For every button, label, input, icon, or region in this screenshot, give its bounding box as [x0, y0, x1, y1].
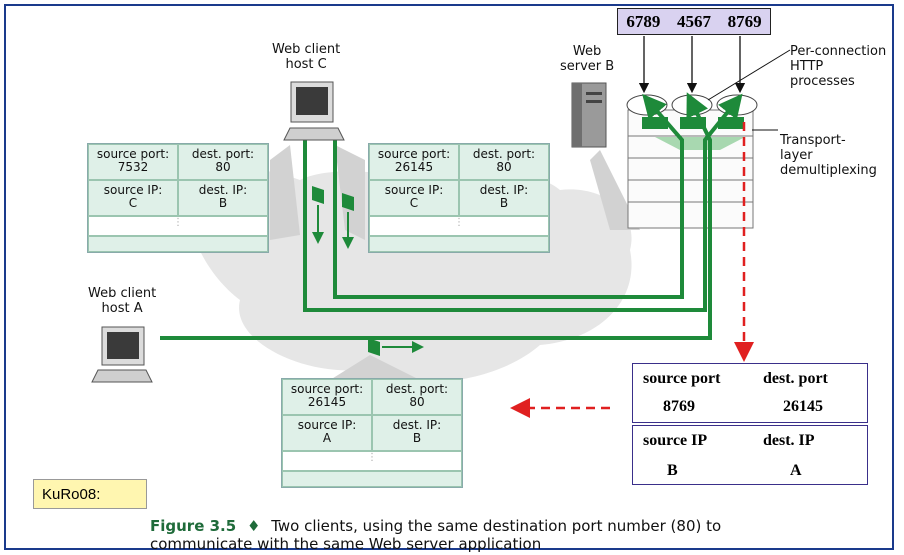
shade-right: [335, 145, 365, 240]
note-label: KuRo08:: [33, 479, 147, 509]
reply-src-port: 8769: [663, 398, 695, 415]
label-server-line2: server B: [560, 59, 615, 74]
port-3: 8769: [727, 11, 762, 31]
reply-dst-port-label: dest. port: [763, 370, 828, 387]
packet-bottom-payload: ⋮: [282, 451, 462, 471]
reply-dst-ip-label: dest. IP: [763, 432, 815, 449]
path-c1: [303, 93, 743, 312]
process-ellipse-1: [626, 94, 668, 116]
packet-right-src-ip: source IP:C: [369, 180, 459, 216]
label-client-a-line1: Web client: [88, 286, 157, 301]
socket-1: [642, 117, 668, 129]
packet-left-footer: [88, 236, 268, 252]
label-transport-line2: layer: [780, 148, 813, 163]
packet-bottom-src-ip: source IP:A: [282, 415, 372, 451]
path-c2: [333, 93, 684, 299]
port-2: 4567: [676, 11, 711, 31]
caption-text-line2: communicate with the same Web server app…: [150, 535, 542, 553]
packet-right-payload: ⋮: [369, 216, 549, 236]
label-per-conn-line3: processes: [790, 74, 855, 89]
label-server-line1: Web: [572, 44, 602, 59]
packet-right-src-port: source port:26145: [369, 144, 459, 180]
packet-bottom-footer: [282, 471, 462, 487]
label-client-c-line1: Web client: [272, 42, 341, 57]
packet-left: source port:7532 dest. port:80 source IP…: [87, 143, 269, 253]
caption-diamond: ♦: [246, 517, 261, 535]
demux-funnel: [655, 137, 745, 150]
path-a: [160, 92, 712, 340]
packet-left-dst-port: dest. port:80: [178, 144, 268, 180]
shade-bottom: [330, 355, 420, 380]
packet-flags: [312, 186, 380, 356]
packet-left-src-ip: source IP:C: [88, 180, 178, 216]
shade-left: [270, 145, 300, 240]
label-pointer-1: [707, 49, 791, 101]
server-tower-icon: [571, 82, 607, 148]
figure-frame: [4, 4, 894, 550]
label-client-c: Web client host C: [272, 42, 340, 72]
packet-left-dst-ip: dest. IP:B: [178, 180, 268, 216]
computer-c-icon: [283, 81, 345, 141]
reply-table-ips: source IP dest. IP B A: [632, 425, 868, 485]
label-transport: Transport- layer demultiplexing: [780, 133, 877, 178]
label-per-conn-line1: Per-connection: [790, 44, 887, 59]
packet-left-payload: ⋮: [88, 216, 268, 236]
packet-right: source port:26145 dest. port:80 source I…: [368, 143, 550, 253]
reply-src-ip-label: source IP: [643, 432, 708, 449]
label-per-conn-line2: HTTP: [790, 59, 824, 74]
reply-dst-ip: A: [790, 462, 802, 479]
packet-bottom: source port:26145 dest. port:80 source I…: [281, 378, 463, 488]
server-ports-box: 6789 4567 8769: [617, 8, 771, 35]
process-ellipse-3: [716, 94, 758, 116]
label-server-b: Web server B: [560, 44, 614, 74]
packet-bottom-dst-port: dest. port:80: [372, 379, 462, 415]
port-1: 6789: [626, 11, 661, 31]
label-transport-line1: Transport-: [780, 133, 846, 148]
socket-3: [718, 117, 744, 129]
figure-caption: Figure 3.5 ♦ Two clients, using the same…: [150, 517, 721, 553]
reply-src-port-label: source port: [643, 370, 721, 387]
label-client-c-line2: host C: [285, 57, 327, 72]
packet-right-dst-port: dest. port:80: [459, 144, 549, 180]
packet-bottom-src-port: source port:26145: [282, 379, 372, 415]
reply-table-ports: source port dest. port 8769 26145: [632, 363, 868, 423]
packet-right-dst-ip: dest. IP:B: [459, 180, 549, 216]
packet-bottom-dst-ip: dest. IP:B: [372, 415, 462, 451]
packet-left-src-port: source port:7532: [88, 144, 178, 180]
reply-dst-port: 26145: [783, 398, 823, 415]
label-client-a-line2: host A: [101, 301, 143, 316]
reply-src-ip: B: [667, 462, 678, 479]
caption-figure-number: Figure 3.5: [150, 517, 237, 535]
caption-text-line1: Two clients, using the same destination …: [271, 517, 722, 535]
label-per-connection: Per-connection HTTP processes: [790, 44, 886, 89]
packet-right-footer: [369, 236, 549, 252]
computer-a-icon: [91, 326, 153, 383]
label-client-a: Web client host A: [88, 286, 156, 316]
caption-line1: Figure 3.5 ♦ Two clients, using the same…: [150, 517, 721, 535]
connection-paths: [160, 92, 743, 340]
label-transport-line3: demultiplexing: [780, 163, 877, 178]
